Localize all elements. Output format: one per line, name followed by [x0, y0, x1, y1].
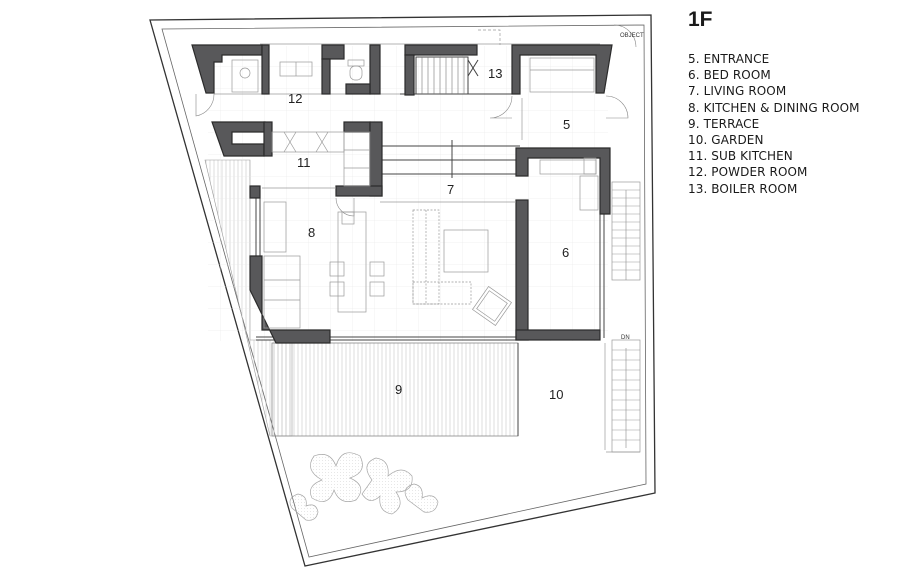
room-legend: 5. ENTRANCE 6. BED ROOM 7. LIVING ROOM 8… [688, 51, 860, 197]
room-labels: 5 6 7 8 9 10 11 12 13 OBJECT DN [288, 33, 644, 402]
walls [191, 44, 613, 344]
room-label-terrace: 9 [395, 382, 402, 397]
legend-item-sub-kitchen: 11. SUB KITCHEN [688, 149, 793, 164]
terrace-deck [271, 342, 519, 437]
room-label-living: 7 [447, 182, 454, 197]
kitchen-fixtures [263, 201, 385, 329]
legend-item-boiler: 13. BOILER ROOM [688, 181, 798, 196]
exterior-lines [214, 43, 605, 341]
exterior-stair [606, 181, 641, 453]
boiler-stair [415, 29, 501, 95]
room-label-sub-kitchen: 11 [297, 155, 311, 170]
legend-item-garden: 10. GARDEN [688, 133, 764, 148]
room-label-bedroom: 6 [562, 245, 569, 260]
stair-down-label: DN [621, 335, 630, 341]
entrance-fixtures [521, 57, 599, 211]
legend-item-living: 7. LIVING ROOM [688, 84, 787, 99]
room-label-powder: 12 [288, 91, 302, 106]
room-label-kitchen: 8 [308, 225, 315, 240]
room-label-garden: 10 [549, 387, 563, 402]
legend-item-kitchen: 8. KITCHEN & DINING ROOM [688, 100, 860, 115]
legend-item-powder: 12. POWDER ROOM [688, 165, 808, 180]
floor-title: 1F [688, 8, 713, 31]
legend-item-terrace: 9. TERRACE [688, 116, 760, 131]
object-label: OBJECT [620, 33, 644, 39]
legend-item-entrance: 5. ENTRANCE [688, 52, 770, 66]
sub-kitchen-fixtures [262, 131, 371, 189]
garden-foliage [289, 452, 439, 521]
room-label-entrance: 5 [563, 117, 570, 132]
legend-item-bedroom: 6. BED ROOM [688, 68, 771, 83]
garden-area [517, 343, 606, 450]
living-fixtures [380, 201, 516, 326]
room-label-boiler: 13 [488, 66, 502, 81]
powder-fixtures [231, 59, 365, 93]
